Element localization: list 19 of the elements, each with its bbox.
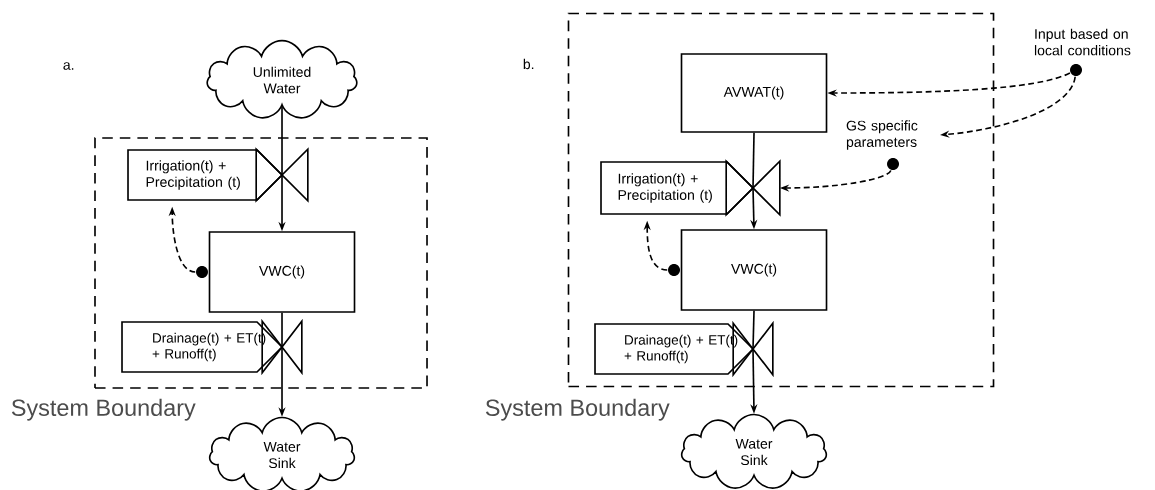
flag-box: Irrigation(t) + Precipitation (t) (600, 161, 755, 215)
valve-symbol (725, 159, 781, 217)
node-label: System Boundary (485, 398, 670, 421)
cloud: Unlimited Water (206, 39, 358, 119)
node-label: System Boundary (11, 398, 196, 421)
panel-label: b. (523, 58, 534, 70)
panel-label: a. (63, 62, 74, 70)
text-label: Input based on local conditions (1034, 28, 1131, 56)
cloud: Water Sink (680, 413, 828, 489)
stock-box: VWC(t) (680, 229, 828, 311)
stock-box: VWC(t) (208, 231, 356, 313)
line (752, 310, 755, 350)
stock-box: AVWAT(t) (680, 53, 828, 133)
line (281, 312, 283, 348)
text-label: GS specific parameters (846, 120, 918, 150)
cloud: Water Sink (208, 416, 356, 490)
flag-box: Irrigation(t) + Precipitation (t) (127, 149, 284, 201)
valve-symbol (255, 147, 309, 203)
line (752, 132, 755, 189)
